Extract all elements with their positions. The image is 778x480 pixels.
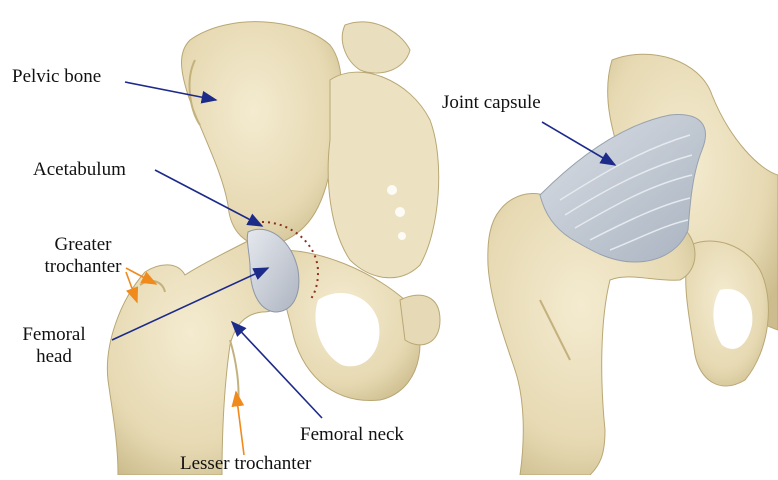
femur-shape [107,222,318,475]
joint-capsule-label: Joint capsule [442,92,541,114]
greater-trochanter-label: Greater trochanter [38,234,128,278]
femoral-head-label: Femoral head [14,324,94,368]
pelvic-bone-label: Pelvic bone [12,66,101,88]
femoral-head-line2: head [14,346,94,368]
acetabulum-label: Acetabulum [33,159,126,181]
lesser-trochanter-label: Lesser trochanter [180,453,311,475]
femoral-neck-label: Femoral neck [300,424,404,446]
femoral-head-line1: Femoral [14,324,94,346]
greater-trochanter-line1: Greater [38,234,128,256]
lesser-trochanter-arrow [236,392,244,455]
greater-trochanter-line2: trochanter [38,256,128,278]
